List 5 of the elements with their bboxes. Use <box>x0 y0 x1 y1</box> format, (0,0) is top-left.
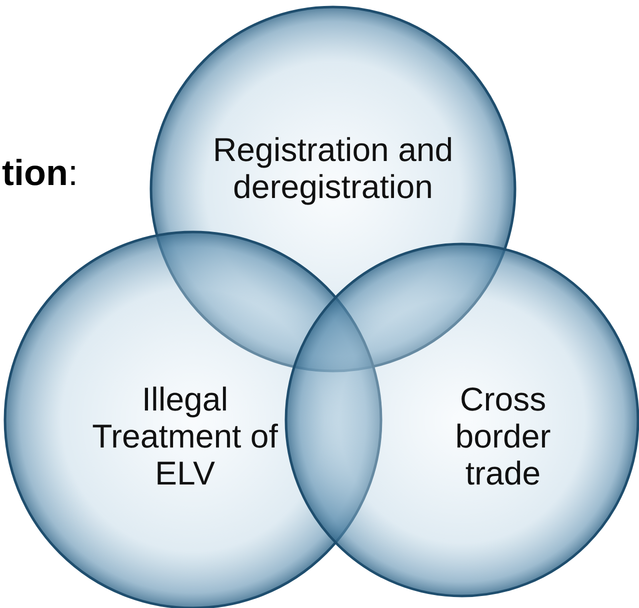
heading-fragment: tion: <box>2 152 78 194</box>
venn-circle <box>284 242 639 598</box>
circle-label: Illegal Treatment of ELV <box>91 380 279 492</box>
circle-label: Cross border trade <box>454 380 552 492</box>
circle-label: Registration and deregistration <box>212 131 454 205</box>
